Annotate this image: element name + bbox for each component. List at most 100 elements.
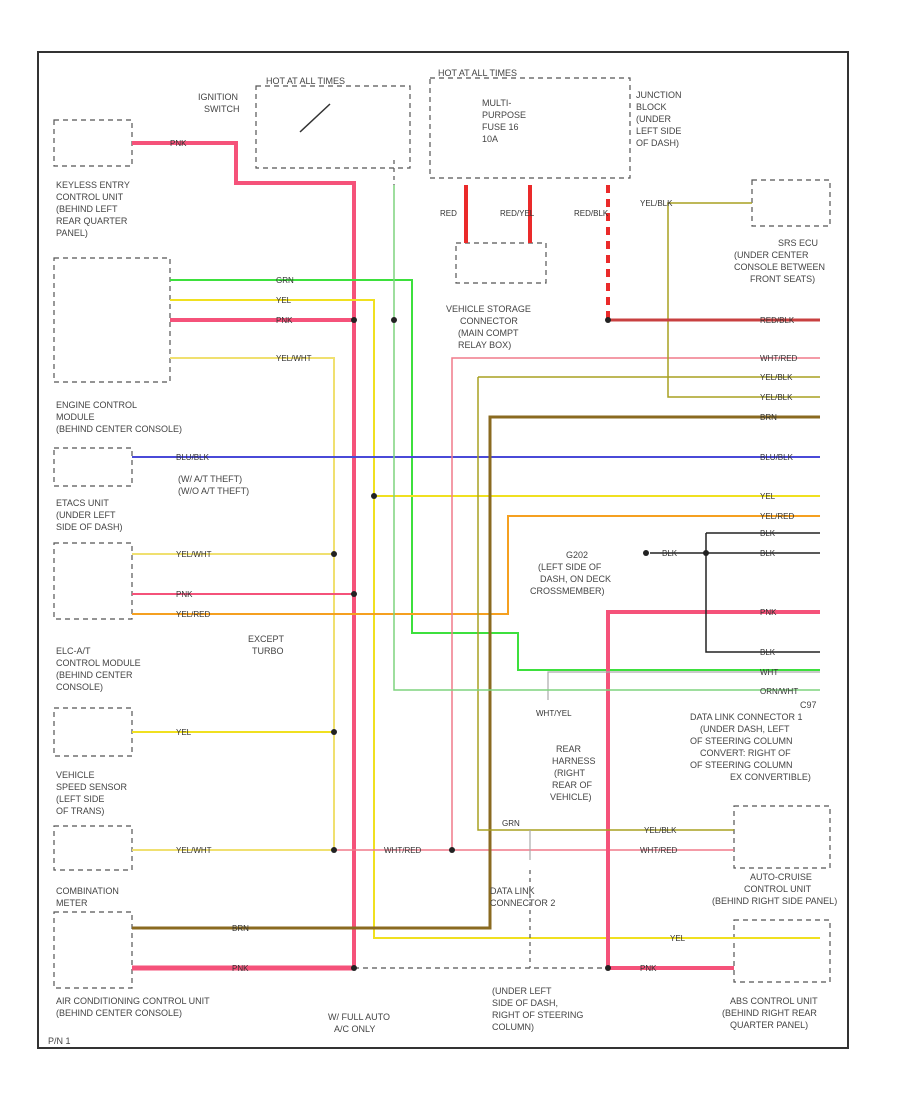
fuse-l4: 10A [482, 134, 498, 144]
wire-lbl-yel-ecm: YEL [276, 296, 292, 305]
etacs-l2: (UNDER LEFT [56, 510, 116, 520]
wire-lbl-yelblk-dlc-1: YEL/BLK [760, 373, 793, 382]
splice-dot [351, 965, 357, 971]
wire-lbl-pnk-elc: PNK [176, 590, 193, 599]
wire-lbl-yelred-elc: YEL/RED [176, 610, 210, 619]
splice-dot [331, 551, 337, 557]
full-auto-l2: A/C ONLY [334, 1024, 375, 1034]
meter-box [53, 825, 133, 871]
wire-lbl-pnk-meter: PNK [232, 964, 249, 973]
rear-harness-l4: REAR OF [552, 780, 593, 790]
dlc1-l1: C97 [800, 700, 817, 710]
wire-black-dlc [705, 532, 820, 554]
wire-lbl-yel-abs: YEL [670, 934, 686, 943]
ac-l1: AIR CONDITIONING CONTROL UNIT [56, 996, 210, 1006]
etacs-box [53, 447, 133, 487]
wire-lbl-wht: WHT [760, 668, 778, 677]
wire-dashed-gray [393, 160, 531, 968]
abs-l3: QUARTER PANEL) [730, 1020, 808, 1030]
wire-lbl-yelwht-meter: YEL/WHT [176, 846, 212, 855]
diagram-frame [37, 51, 849, 1049]
ecm-box [53, 257, 171, 383]
fuse-l3: FUSE 16 [482, 122, 519, 132]
dlc1-l2: DATA LINK CONNECTOR 1 [690, 712, 803, 722]
ecm-l2: MODULE [56, 412, 95, 422]
wire-lbl-brn: BRN [232, 924, 249, 933]
ignition-switch-box [255, 85, 411, 169]
storage-l3: (MAIN COMPT [458, 328, 519, 338]
wire-yellow-ecm [170, 299, 820, 939]
rear-harness-l1: REAR [556, 744, 582, 754]
srs-l2: (UNDER CENTER [734, 250, 809, 260]
wire-pink-main [132, 141, 356, 968]
srs-l3: CONSOLE BETWEEN [734, 262, 825, 272]
wire-pink-dlc [606, 610, 820, 968]
abs-l2: (BEHIND RIGHT REAR [722, 1008, 817, 1018]
wire-lbl-red: RED [440, 209, 457, 218]
wire-lbl-whtred-2: WHT/RED [640, 846, 678, 855]
dlc1-l6: OF STEERING COLUMN [690, 760, 793, 770]
wire-lbl-yelblk-cruise: YEL/BLK [644, 826, 677, 835]
ground-l1: G202 [566, 550, 588, 560]
wires-group [132, 141, 820, 971]
splice-dot [449, 847, 455, 853]
storage-connector-box [455, 242, 547, 284]
ignition-switch-l2: SWITCH [204, 104, 240, 114]
storage-l1: VEHICLE STORAGE [446, 304, 531, 314]
wire-lbl-yelblk-srs: YEL/BLK [640, 199, 673, 208]
rear-harness-l2: HARNESS [552, 756, 596, 766]
elc-l2: CONTROL MODULE [56, 658, 141, 668]
ground-symbol [643, 550, 649, 556]
cruise-l3: (BEHIND RIGHT SIDE PANEL) [712, 896, 837, 906]
wire-lightgreen [393, 185, 820, 691]
wire-yelblk-srs [667, 202, 820, 398]
under-left-l2: SIDE OF DASH, [492, 998, 558, 1008]
keyless-l4: REAR QUARTER [56, 216, 128, 226]
junction-block-l2: BLOCK [636, 102, 667, 112]
wire-lbl-redyel: RED/YEL [500, 209, 535, 218]
vss-l3: (LEFT SIDE [56, 794, 104, 804]
dlc1-l7: EX CONVERTIBLE) [730, 772, 811, 782]
except-turbo-l2: TURBO [252, 646, 284, 656]
under-left-l1: (UNDER LEFT [492, 986, 552, 996]
elc-l3: (BEHIND CENTER [56, 670, 133, 680]
wire-lbl-grn-2: GRN [502, 819, 520, 828]
ground-l2: (LEFT SIDE OF [538, 562, 602, 572]
under-left-l4: COLUMN) [492, 1022, 534, 1032]
hot-all-times-label: HOT AT ALL TIMES [438, 68, 517, 78]
dlc2-l1: DATA LINK [490, 886, 535, 896]
wire-lbl-blk-3: BLK [760, 648, 776, 657]
wire-lbl-yelwht-elc: YEL/WHT [176, 550, 212, 559]
splice-dot [331, 847, 337, 853]
dlc2-l2: CONNECTOR 2 [490, 898, 555, 908]
elc-box [53, 542, 133, 620]
wire-black-ground [650, 552, 820, 653]
storage-l2: CONNECTOR [460, 316, 518, 326]
wire-green [170, 279, 820, 671]
vss-l4: OF TRANS) [56, 806, 104, 816]
page-ref: P/N 1 [48, 1036, 71, 1046]
splice-dot [371, 493, 377, 499]
splice-dot [351, 591, 357, 597]
rear-harness-l5: VEHICLE) [550, 792, 592, 802]
wire-lbl-pnk-abs: PNK [640, 964, 657, 973]
ground-l3: DASH, ON DECK [540, 574, 611, 584]
rear-harness-l3: (RIGHT [554, 768, 585, 778]
splice-dot [391, 317, 397, 323]
wire-lbl-blublk-r: BLU/BLK [760, 453, 794, 462]
splice-dots [331, 317, 709, 971]
wire-lbl-yelred-dlc: YEL/RED [760, 512, 794, 521]
wire-lbl-whtred-1: WHT/RED [384, 846, 422, 855]
fuse-l1: MULTI- [482, 98, 511, 108]
full-auto-l1: W/ FULL AUTO [328, 1012, 390, 1022]
meter-l2: METER [56, 898, 88, 908]
wire-lbl-grn: GRN [276, 276, 294, 285]
vss-l1: VEHICLE [56, 770, 95, 780]
junction-block-l3: (UNDER [636, 114, 671, 124]
ac-l2: (BEHIND CENTER CONSOLE) [56, 1008, 182, 1018]
wire-lbl-redblk2: RED/BLK [574, 209, 609, 218]
wire-lbl-pnk-1: PNK [170, 139, 187, 148]
wire-yelred [132, 515, 820, 615]
